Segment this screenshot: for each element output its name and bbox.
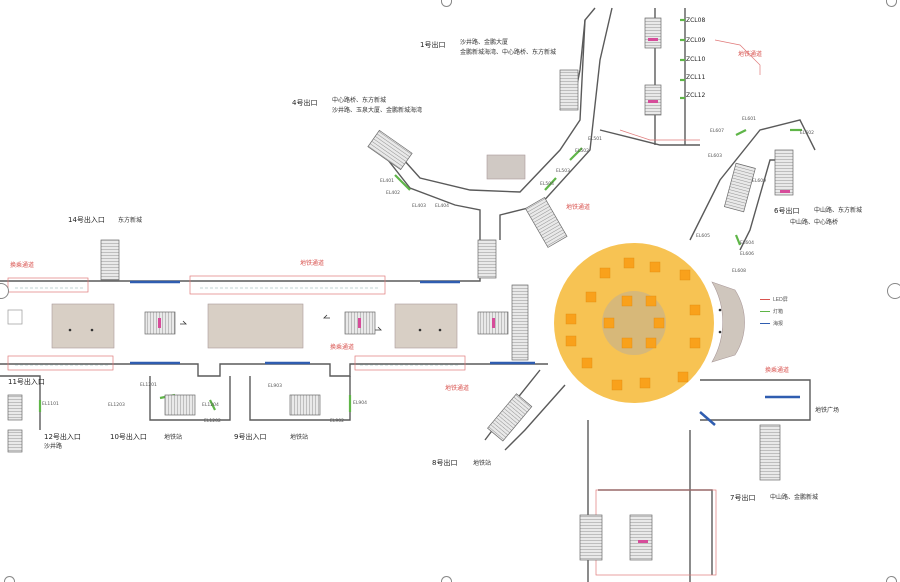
exit-9-note: 地铁站 — [290, 434, 309, 441]
poster-segments — [130, 280, 800, 426]
red-label-2: 地铁通道 — [300, 260, 325, 267]
lightbox-segments — [38, 18, 802, 412]
code-el402: EL402 — [386, 191, 400, 196]
code-el504: EL504 — [540, 182, 554, 187]
legend-poster-label: 海报 — [773, 321, 784, 327]
exit-14-note: 东方新城 — [118, 217, 143, 224]
red-label-1: 换乘通道 — [10, 262, 35, 269]
resize-handle-bottom[interactable] — [441, 576, 452, 582]
code-el1101: EL1101 — [42, 402, 59, 407]
legend-poster: 海报 — [760, 320, 783, 327]
code-el604: EL604 — [740, 241, 754, 246]
code-el602: EL602 — [800, 131, 814, 136]
exit-12-label: 12号出入口 — [44, 433, 81, 441]
resize-handle-right[interactable] — [887, 283, 900, 299]
pillar-dots — [68, 308, 722, 334]
connector-arrows — [180, 314, 382, 331]
exit-1-note-b: 金鹏新城海湾、中心路桥、东方新城 — [460, 49, 557, 56]
code-el608: EL608 — [732, 269, 746, 274]
red-label-4: 地铁通道 — [566, 204, 591, 211]
code-el904: EL904 — [353, 401, 367, 406]
code-zcl09: ZCL09 — [686, 37, 706, 44]
exit-11-label: 11号出入口 — [8, 378, 45, 386]
legend-led: LED屏 — [760, 296, 788, 303]
red-label-6: 换乘通道 — [765, 367, 790, 374]
legend-led-swatch — [760, 299, 770, 301]
code-el404: EL404 — [435, 204, 449, 209]
code-el1202: EL1202 — [204, 419, 221, 424]
exit-14-label: 14号出入口 — [68, 216, 105, 224]
plaza-label: 地铁广场 — [815, 407, 840, 414]
code-el902: EL902 — [330, 419, 344, 424]
resize-handle-bottom-left[interactable] — [4, 576, 15, 582]
exit-8-note: 地铁站 — [473, 460, 492, 467]
exit-10-note: 地铁站 — [164, 434, 183, 441]
platform-blocks — [51, 154, 745, 363]
code-el903: EL903 — [268, 384, 282, 389]
exit-4-note: 中心路桥、东方新城 — [332, 97, 387, 104]
exit-7-label: 7号出口 — [730, 494, 756, 502]
code-el503: EL503 — [556, 169, 570, 174]
exit-10-label: 10号出入口 — [110, 433, 147, 441]
legend-lightbox-label: 灯箱 — [773, 309, 784, 315]
code-zcl11: ZCL11 — [686, 74, 706, 81]
code-el603: EL603 — [708, 154, 722, 159]
exit-7-note: 中山路、金鹏新城 — [770, 494, 819, 501]
exit-1-note: 沙井路、金鹏大厦 — [460, 39, 509, 46]
exit-4-note-b: 沙井路、玉泉大厦、金鹏新城海湾 — [332, 107, 423, 114]
code-el501: EL501 — [588, 137, 602, 142]
exit-6-label: 6号出口 — [774, 207, 800, 215]
exit-8-label: 8号出口 — [432, 459, 458, 467]
code-el1201: EL1201 — [140, 383, 157, 388]
red-label-5: 地铁通道 — [445, 385, 470, 392]
resize-handle-top[interactable] — [441, 0, 452, 7]
exit-9-label: 9号出入口 — [234, 433, 267, 441]
code-el601: EL601 — [742, 117, 756, 122]
code-el502: EL502 — [575, 149, 589, 154]
exit-6-note: 中山路、东方新城 — [814, 207, 863, 214]
red-label-3: 换乘通道 — [330, 344, 355, 351]
exit-4-label: 4号出口 — [292, 99, 318, 107]
red-label-7: 地铁通道 — [738, 51, 763, 58]
code-el403: EL403 — [412, 204, 426, 209]
legend-lightbox: 灯箱 — [760, 308, 783, 315]
code-zcl08: ZCL08 — [686, 17, 706, 24]
legend-lightbox-swatch — [760, 311, 770, 313]
code-el401: EL401 — [380, 179, 394, 184]
resize-handle-top-right[interactable] — [886, 0, 897, 7]
legend-led-label: LED屏 — [773, 297, 788, 303]
code-el605: EL605 — [696, 234, 710, 239]
code-el607: EL607 — [710, 129, 724, 134]
code-zcl10: ZCL10 — [686, 56, 706, 63]
code-zcl12: ZCL12 — [686, 92, 706, 99]
code-el606: EL606 — [740, 252, 754, 257]
code-el1203: EL1203 — [108, 403, 125, 408]
escalator-markers — [158, 38, 790, 543]
exit-12-note: 沙井路 — [44, 443, 63, 450]
central-hub — [554, 243, 714, 403]
legend-poster-swatch — [760, 323, 770, 325]
exit-1-label: 1号出口 — [420, 41, 446, 49]
code-el1204: EL1204 — [202, 403, 219, 408]
code-el609: EL609 — [752, 179, 766, 184]
left-marker — [7, 309, 23, 325]
stairs — [7, 17, 794, 561]
exit-6-note-b: 中山路、中心路桥 — [790, 219, 839, 226]
corridor-dashes — [15, 287, 460, 366]
resize-handle-bottom-right[interactable] — [886, 576, 897, 582]
